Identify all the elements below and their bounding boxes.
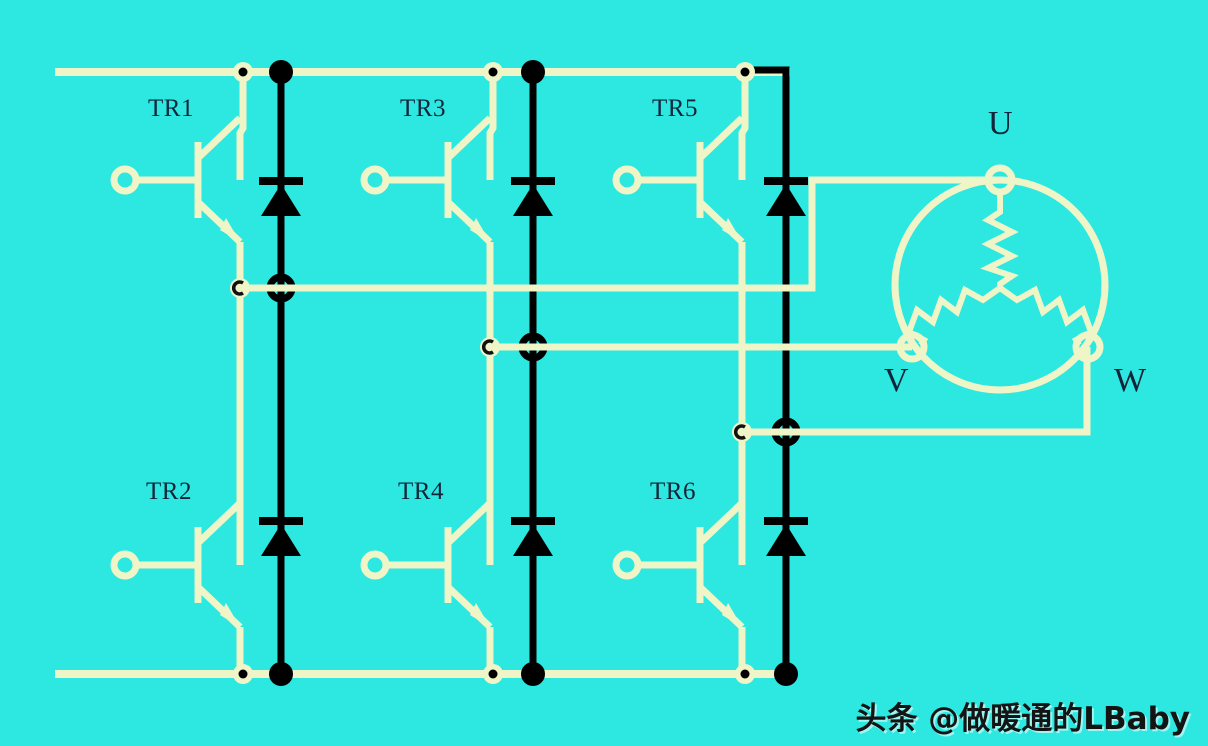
motor-winding-U [980, 192, 1019, 288]
freewheel-diode-TR5 [764, 181, 808, 216]
freewheel-diode-TR6 [764, 521, 808, 556]
junction-dot [269, 60, 293, 84]
rail-terminal-core [238, 67, 248, 77]
rail-terminal-core [740, 67, 750, 77]
junction-dot [269, 662, 293, 686]
freewheel-diode-TR1 [259, 181, 303, 216]
transistor-TR3[interactable] [364, 118, 490, 242]
label-TR1: TR1 [148, 95, 194, 122]
rail-terminal-core [740, 669, 750, 679]
label-TR4: TR4 [398, 478, 444, 505]
label-phase-U: U [988, 105, 1013, 142]
motor-body [891, 176, 1109, 394]
rail-terminal-core [488, 669, 498, 679]
motor-terminal-V[interactable] [896, 331, 928, 363]
transistor-TR6[interactable] [616, 503, 742, 627]
label-phase-W: W [1114, 362, 1147, 399]
motor-symbol[interactable] [891, 164, 1109, 394]
junction-dot [774, 662, 798, 686]
motor-terminal-U[interactable] [984, 164, 1016, 196]
transistor-TR1[interactable] [114, 118, 240, 242]
transistor-TR5[interactable] [616, 118, 742, 242]
freewheel-diode-TR3 [511, 181, 555, 216]
phase-wire-W [742, 347, 1091, 436]
inverter-leg-1 [114, 60, 303, 686]
freewheel-diode-TR2 [259, 521, 303, 556]
phase-wire-U [240, 176, 995, 292]
rail-terminal-core [488, 67, 498, 77]
watermark-text: 头条 @做暖通的LBaby [855, 701, 1191, 737]
label-TR6: TR6 [650, 478, 696, 505]
freewheel-diode-TR4 [511, 521, 555, 556]
rail-terminal-core [238, 669, 248, 679]
inverter-leg-2 [364, 60, 555, 686]
label-TR3: TR3 [400, 95, 446, 122]
junction-dot [521, 662, 545, 686]
motor-terminal-W[interactable] [1072, 331, 1104, 363]
label-phase-V: V [884, 362, 909, 399]
diode-column-leg-3 [745, 66, 790, 674]
inverter-leg-3 [616, 62, 808, 686]
transistor-TR2[interactable] [114, 503, 240, 627]
transistor-TR4[interactable] [364, 503, 490, 627]
junction-dot [521, 60, 545, 84]
label-TR2: TR2 [146, 478, 192, 505]
label-TR5: TR5 [652, 95, 698, 122]
